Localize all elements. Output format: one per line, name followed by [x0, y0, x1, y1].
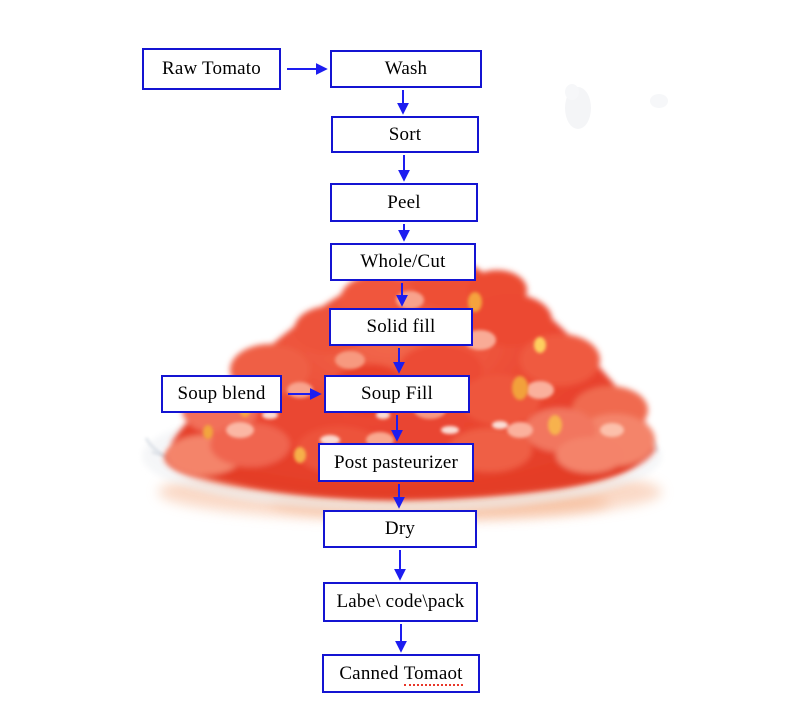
- flow-node-soup-blend: Soup blend: [161, 375, 282, 413]
- flow-node-label: Soup blend: [177, 383, 266, 404]
- flow-node-raw-tomato: Raw Tomato: [142, 48, 281, 90]
- flow-node-post-pasteurizer: Post pasteurizer: [318, 443, 474, 482]
- faint-smudges: [565, 84, 668, 129]
- flow-node-label: Sort: [388, 123, 422, 145]
- flow-node-label: Solid fill: [366, 316, 436, 337]
- flow-node-dry: Dry: [323, 510, 477, 548]
- flow-node-label: Soup Fill: [360, 383, 434, 404]
- flow-node-label: Raw Tomato: [161, 58, 261, 79]
- flow-node-label: Dry: [384, 518, 416, 539]
- flow-node-label: Peel: [387, 191, 421, 213]
- flow-node-peel: Peel: [330, 183, 478, 222]
- flow-node-label: Wash: [384, 58, 428, 79]
- flow-node-label-word: Canned: [339, 662, 399, 684]
- flow-node-sort: Sort: [331, 116, 479, 153]
- flow-node-label: Whole/Cut: [360, 251, 446, 272]
- flow-node-wash: Wash: [330, 50, 482, 88]
- flow-node-whole-cut: Whole/Cut: [330, 243, 476, 281]
- misspelled-word: Tomaot: [403, 662, 463, 686]
- flow-node-solid-fill: Solid fill: [329, 308, 473, 346]
- flow-node-label-code-pack: Labe\ code\pack: [323, 582, 478, 622]
- flow-node-label: Post pasteurizer: [333, 451, 459, 473]
- flow-node-soup-fill: Soup Fill: [324, 375, 470, 413]
- flow-node-label: Labe\ code\pack: [336, 591, 465, 612]
